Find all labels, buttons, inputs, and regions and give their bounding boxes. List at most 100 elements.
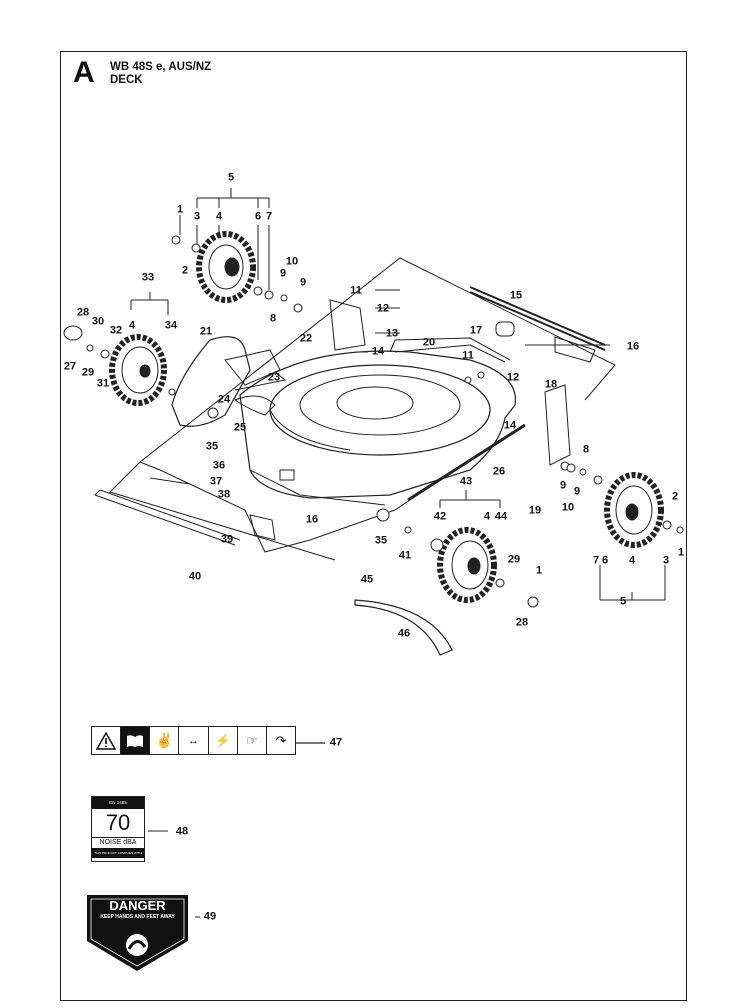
hardware-parts — [63, 235, 684, 608]
callout-36: 36 — [212, 459, 226, 472]
callout-22: 22 — [299, 332, 313, 345]
callout-42: 42 — [433, 510, 447, 523]
section-letter: A — [73, 56, 95, 89]
callout-2: 2 — [181, 264, 189, 277]
callout-40: 40 — [188, 570, 202, 583]
callout-16: 16 — [626, 340, 640, 353]
callout-32: 32 — [109, 324, 123, 337]
wheel-rear-right — [437, 527, 497, 603]
callout-24: 24 — [217, 393, 231, 406]
callout-34: 34 — [164, 319, 178, 332]
callout-9b: 9 — [299, 276, 307, 289]
read-manual-icon — [121, 727, 151, 754]
callout-25: 25 — [233, 421, 247, 434]
danger-decal-title: DANGER — [109, 898, 166, 913]
callout-10b: 10 — [561, 501, 575, 514]
diagram-frame — [60, 51, 687, 1001]
callout-5: 5 — [227, 171, 235, 184]
callout-7b: 7 — [592, 554, 600, 567]
danger-decal: DANGER KEEP HANDS AND FEET AWAY — [85, 893, 190, 973]
callout-21: 21 — [199, 325, 213, 338]
warning-triangle-icon — [92, 727, 122, 754]
callout-20: 20 — [422, 336, 436, 349]
callout-6: 6 — [254, 210, 262, 223]
model-title: WB 48S e, AUS/NZ — [110, 61, 212, 73]
callout-3b: 3 — [662, 554, 670, 567]
rear-height-adjuster — [329, 286, 606, 502]
callout-33: 33 — [141, 271, 155, 284]
callout-23: 23 — [267, 371, 281, 384]
callout-3: 3 — [193, 210, 201, 223]
callout-2b: 2 — [671, 490, 679, 503]
callout-5b: 5 — [619, 595, 627, 608]
group-title: DECK — [110, 73, 143, 86]
callout-1: 1 — [176, 203, 184, 216]
callout-10: 10 — [285, 255, 299, 268]
callout-15: 15 — [509, 289, 523, 302]
callout-43: 43 — [459, 475, 473, 488]
wheel-front-right — [604, 472, 664, 548]
callout-41: 41 — [398, 549, 412, 562]
callout-46: 46 — [397, 627, 411, 640]
callout-12b: 12 — [506, 371, 520, 384]
front-axle-rod — [94, 489, 241, 546]
callout-4: 4 — [215, 210, 223, 223]
noise-decal-header: EN 1485 — [92, 797, 144, 809]
callout-38: 38 — [217, 488, 231, 501]
callout-13: 13 — [385, 327, 399, 340]
gear-cover — [171, 336, 287, 427]
wheel-front-left — [196, 231, 256, 303]
callout-8: 8 — [269, 312, 277, 325]
safety-pictogram-decal: ✌ ↔ ⚡ ☞ ↷ — [91, 726, 296, 755]
wheel-rear-left — [109, 334, 167, 406]
callout-29b: 29 — [507, 553, 521, 566]
callout-9: 9 — [279, 267, 287, 280]
callout-48: 48 — [175, 825, 189, 838]
callout-44: 44 — [494, 510, 508, 523]
callout-27: 27 — [63, 360, 77, 373]
callout-37: 37 — [209, 475, 223, 488]
callout-26: 26 — [492, 465, 506, 478]
callout-14b: 14 — [503, 419, 517, 432]
foot-blade-icon: ↷ — [275, 732, 287, 748]
callout-4c: 4 — [628, 554, 636, 567]
callout-12: 12 — [376, 302, 390, 315]
callout-17: 17 — [469, 324, 483, 337]
callout-9d: 9 — [573, 485, 581, 498]
noise-decal-unit: NOISE dBA — [92, 837, 144, 848]
callout-47: 47 — [329, 736, 343, 749]
callout-11: 11 — [350, 284, 362, 297]
callout-9c: 9 — [559, 479, 567, 492]
keep-distance-icon: ↔ — [179, 727, 209, 754]
assembly-outline — [139, 257, 616, 553]
callout-29: 29 — [81, 366, 95, 379]
rear-flap — [354, 599, 453, 656]
callout-4b: 4 — [128, 319, 136, 332]
callout-16b: 16 — [305, 513, 319, 526]
callout-7: 7 — [265, 210, 273, 223]
thrown-objects-icon: ✌ — [150, 727, 180, 754]
callout-19: 19 — [528, 504, 542, 517]
callout-49: 49 — [203, 910, 217, 923]
noise-decal-value: 70 — [105, 810, 131, 835]
noise-level-decal: EN 1485 70 NOISE dBA THIS PRODUCT COMPLI… — [91, 796, 145, 862]
callout-1c: 1 — [535, 564, 543, 577]
callout-35b: 35 — [374, 534, 388, 547]
diagram-header: WB 48S e, AUS/NZ DECK — [110, 61, 211, 86]
callout-8b: 8 — [582, 443, 590, 456]
callout-1b: 1 — [677, 546, 685, 559]
callout-30: 30 — [91, 315, 105, 328]
callout-18: 18 — [544, 378, 558, 391]
callout-14: 14 — [371, 345, 385, 358]
callout-11b: 11 — [462, 349, 474, 362]
mower-deck-body — [239, 337, 517, 506]
danger-decal-subtitle: KEEP HANDS AND FEET AWAY — [100, 914, 175, 920]
callout-6b: 6 — [601, 554, 609, 567]
noise-decal-footer: THIS PRODUCT COMPLIES WITH — [92, 848, 144, 858]
callout-28: 28 — [76, 306, 90, 319]
callout-31: 31 — [96, 377, 110, 390]
callout-39: 39 — [220, 533, 234, 546]
callout-45: 45 — [360, 573, 374, 586]
callout-4d: 4 — [483, 510, 491, 523]
